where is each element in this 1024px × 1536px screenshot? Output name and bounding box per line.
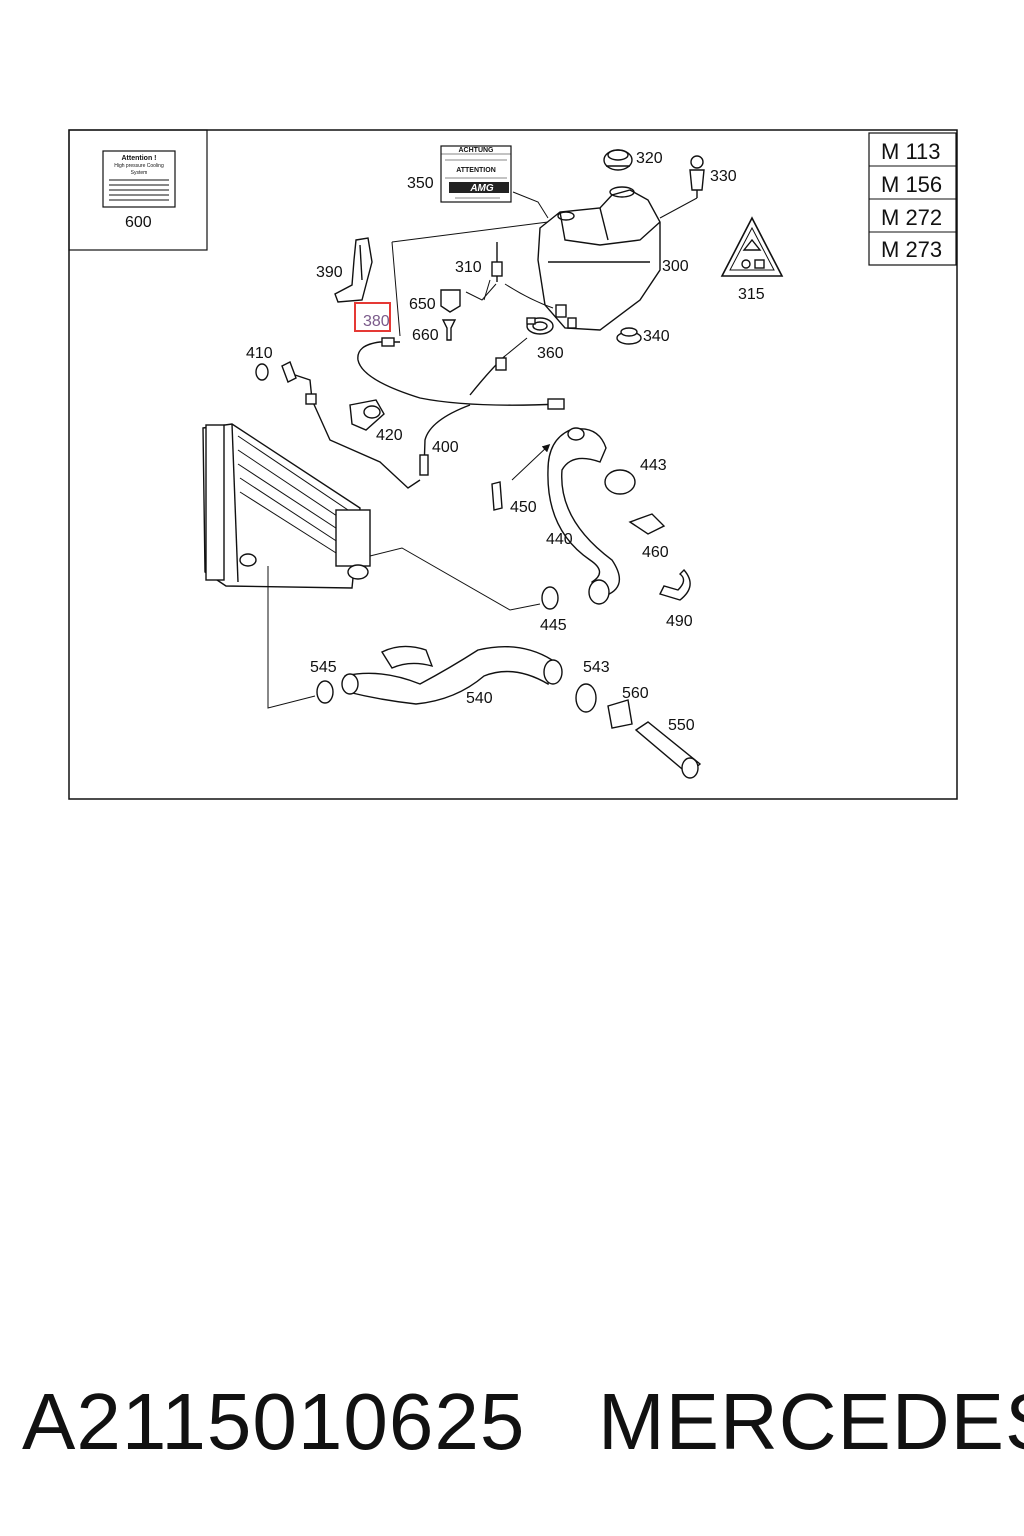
level-sensor bbox=[689, 155, 705, 198]
callout-540: 540 bbox=[466, 690, 493, 707]
o-ring-410 bbox=[255, 363, 269, 381]
attention-title: Attention ! bbox=[122, 155, 157, 162]
diagram-svg: Attention ! High pressure Cooling System… bbox=[68, 129, 958, 800]
callout-445: 445 bbox=[540, 617, 567, 634]
reservoir-cap bbox=[603, 149, 633, 171]
callout-390: 390 bbox=[316, 264, 343, 281]
callout-490: 490 bbox=[666, 613, 693, 630]
o-ring-545 bbox=[316, 680, 334, 704]
engine-code: M 156 bbox=[881, 172, 942, 197]
engine-code: M 273 bbox=[881, 237, 942, 262]
amg-logo-text: AMG bbox=[469, 183, 494, 194]
hose-clamp-460 bbox=[628, 513, 666, 535]
callout-560: 560 bbox=[622, 685, 649, 702]
callout-450: 450 bbox=[510, 499, 537, 516]
attention-line2: System bbox=[131, 170, 148, 176]
amg-sticker: ACHTUNG ATTENTION AMG bbox=[440, 145, 512, 203]
callout-543: 543 bbox=[583, 659, 610, 676]
callout-600: 600 bbox=[125, 214, 152, 231]
temp-sensor bbox=[491, 242, 503, 282]
callout-340: 340 bbox=[643, 328, 670, 345]
engine-table: M 113 M 156 M 272 M 273 bbox=[868, 132, 957, 266]
o-ring-445 bbox=[541, 586, 559, 610]
callout-315: 315 bbox=[738, 286, 765, 303]
attention-sticker bbox=[102, 150, 176, 208]
parts-diagram: Attention ! High pressure Cooling System… bbox=[68, 129, 958, 800]
callout-550: 550 bbox=[668, 717, 695, 734]
warning-triangle-icon bbox=[720, 216, 784, 277]
achtung-text: ACHTUNG bbox=[459, 147, 495, 154]
vent-hose bbox=[357, 337, 565, 471]
callout-660: 660 bbox=[412, 327, 439, 344]
hose-bracket bbox=[334, 237, 373, 303]
brand-name: MERCEDES bbox=[598, 1377, 1024, 1466]
expansion-tank bbox=[537, 186, 661, 331]
callout-440: 440 bbox=[546, 531, 573, 548]
callout-460: 460 bbox=[642, 544, 669, 561]
callout-400: 400 bbox=[432, 439, 459, 456]
callout-380-highlighted: 380 bbox=[363, 313, 390, 330]
hose-clamp-360 bbox=[526, 317, 554, 335]
engine-code: M 272 bbox=[881, 205, 942, 230]
callout-330: 330 bbox=[710, 168, 737, 185]
callout-360: 360 bbox=[537, 345, 564, 362]
callout-545: 545 bbox=[310, 659, 337, 676]
hose-clamp-560 bbox=[607, 699, 633, 729]
o-ring-543 bbox=[575, 683, 597, 713]
engine-code: M 113 bbox=[881, 139, 941, 164]
highlight-box bbox=[354, 302, 391, 332]
callout-350: 350 bbox=[407, 175, 434, 192]
rubber-grommet bbox=[616, 327, 642, 345]
connector-660 bbox=[441, 319, 457, 341]
callout-320: 320 bbox=[636, 150, 663, 167]
connector-650 bbox=[440, 289, 461, 313]
lower-radiator-hose bbox=[341, 645, 563, 705]
callout-443: 443 bbox=[640, 457, 667, 474]
callout-310: 310 bbox=[455, 259, 482, 276]
spring-clip-450 bbox=[491, 481, 503, 511]
o-ring-443 bbox=[604, 469, 636, 495]
radiator bbox=[202, 423, 371, 589]
coolant-pipe-410 bbox=[281, 355, 507, 489]
callout-650: 650 bbox=[409, 296, 436, 313]
hose-sleeve-550 bbox=[634, 721, 702, 779]
pipe-clip-420 bbox=[349, 399, 385, 431]
callout-420: 420 bbox=[376, 427, 403, 444]
part-number: A2115010625 bbox=[22, 1377, 526, 1466]
label-600-frame bbox=[68, 129, 208, 251]
attention-line1: High pressure Cooling bbox=[114, 163, 164, 169]
callout-300: 300 bbox=[662, 258, 689, 275]
attention-text: ATTENTION bbox=[456, 167, 496, 174]
diagram-frame bbox=[68, 129, 958, 800]
footer: A2115010625 MERCEDES bbox=[0, 1372, 1024, 1472]
upper-radiator-hose bbox=[547, 427, 621, 605]
hose-holder-490 bbox=[659, 568, 691, 601]
callout-410: 410 bbox=[246, 345, 273, 362]
